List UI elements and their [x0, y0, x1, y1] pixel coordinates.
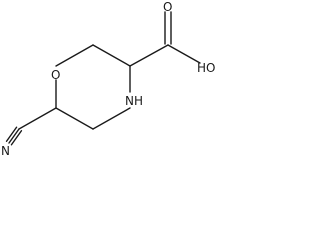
bond-c5-c6: [55, 107, 94, 130]
bond-c2-c3: [92, 44, 131, 67]
morpholine-ring: [55, 44, 131, 130]
bond-o-c2: [55, 44, 94, 67]
nitrile-nitrogen-label: N: [1, 144, 10, 158]
chemical-structure: O NH O HO N: [1, 0, 215, 158]
bond-nitrile-triple-c: [5, 126, 18, 142]
hydroxyl-label: HO: [197, 61, 215, 75]
bond-c6-nitrile-carbon: [18, 107, 57, 130]
bond-c3-carboxyl: [129, 44, 169, 67]
bond-nitrile-triple-a: [10, 130, 23, 146]
ring-oxygen-label: O: [51, 68, 60, 82]
bond-n-c5: [92, 107, 131, 130]
bond-nitrile-triple-b: [8, 128, 20, 144]
nitrile-group: [5, 107, 57, 146]
ring-nitrogen-label: NH: [125, 94, 143, 108]
carboxylic-acid-group: [129, 11, 201, 67]
carbonyl-oxygen-label: O: [163, 0, 172, 14]
bond-carboxyl-oh: [167, 44, 201, 64]
